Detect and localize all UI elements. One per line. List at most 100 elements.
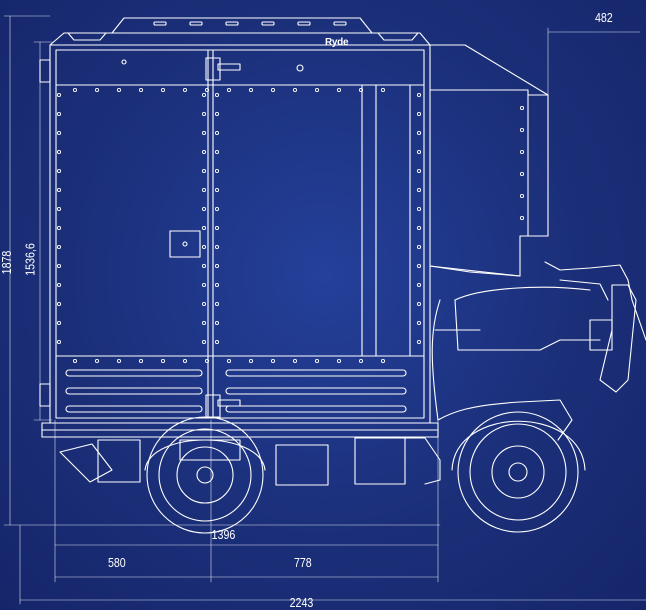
- rivet: [201, 149, 207, 155]
- rivet: [201, 206, 207, 212]
- rivet: [201, 187, 207, 193]
- rivet: [214, 206, 220, 212]
- rivet: [94, 87, 100, 93]
- rivet: [201, 92, 207, 98]
- rivet: [519, 149, 525, 155]
- rivet: [416, 263, 422, 269]
- rivet-pattern: [56, 87, 525, 364]
- rivet: [519, 215, 525, 221]
- rivet: [416, 187, 422, 193]
- rivet: [314, 87, 320, 93]
- rivet: [201, 111, 207, 117]
- rivet: [138, 358, 144, 364]
- rivet: [116, 358, 122, 364]
- rivet: [56, 282, 62, 288]
- rivet: [56, 225, 62, 231]
- rivet: [204, 87, 210, 93]
- rivet: [248, 358, 254, 364]
- rivet: [519, 127, 525, 133]
- rivet: [201, 130, 207, 136]
- rivet: [214, 263, 220, 269]
- dim-segment-left: 580: [107, 555, 126, 570]
- rivet: [292, 358, 298, 364]
- rivet: [519, 171, 525, 177]
- rivet: [56, 263, 62, 269]
- rivet: [358, 87, 364, 93]
- rivet: [201, 168, 207, 174]
- rivet: [314, 358, 320, 364]
- rivet: [416, 149, 422, 155]
- rivet: [214, 244, 220, 250]
- roof-rail: [49, 17, 431, 46]
- dim-top-right: 482: [594, 10, 613, 25]
- rivet: [160, 358, 166, 364]
- rivet: [204, 358, 210, 364]
- rivet: [416, 320, 422, 326]
- rivet: [292, 87, 298, 93]
- rivet: [214, 130, 220, 136]
- rivet: [416, 301, 422, 307]
- rivet: [201, 320, 207, 326]
- rivet: [72, 87, 78, 93]
- rivet: [416, 244, 422, 250]
- rivet: [201, 225, 207, 231]
- rivet: [270, 87, 276, 93]
- rivet: [248, 87, 254, 93]
- rivet: [56, 206, 62, 212]
- rivet: [201, 339, 207, 345]
- rivet: [358, 358, 364, 364]
- rivet: [56, 320, 62, 326]
- rivet: [416, 206, 422, 212]
- rivet: [519, 193, 525, 199]
- rivet: [214, 339, 220, 345]
- rivet: [214, 168, 220, 174]
- rivet: [56, 111, 62, 117]
- rivet: [116, 87, 122, 93]
- rivet: [214, 92, 220, 98]
- rivet: [416, 282, 422, 288]
- rivet: [416, 92, 422, 98]
- rivet: [214, 301, 220, 307]
- rivet: [72, 358, 78, 364]
- rivet: [416, 225, 422, 231]
- rivet: [56, 301, 62, 307]
- rivet: [214, 149, 220, 155]
- dim-height-total: 1878: [0, 250, 14, 275]
- front-wheel: [451, 411, 586, 533]
- rivet: [56, 92, 62, 98]
- brand-logo: Ryde: [325, 37, 349, 48]
- rivet: [56, 149, 62, 155]
- rivet: [214, 111, 220, 117]
- rivet: [201, 301, 207, 307]
- rivet: [416, 168, 422, 174]
- rivet: [160, 87, 166, 93]
- dim-height-body: 1536,6: [22, 243, 38, 276]
- rear-wheel: [144, 416, 266, 534]
- rivet: [56, 168, 62, 174]
- rivet: [56, 339, 62, 345]
- rivet: [214, 282, 220, 288]
- rivet: [336, 87, 342, 93]
- rivet: [201, 282, 207, 288]
- rivet: [336, 358, 342, 364]
- rivet: [214, 225, 220, 231]
- dim-length-total: 2243: [289, 595, 314, 610]
- rivet: [182, 87, 188, 93]
- rivet: [519, 105, 525, 111]
- rivet: [56, 187, 62, 193]
- dim-segment-right: 778: [293, 555, 312, 570]
- rivet: [416, 339, 422, 345]
- rivet: [201, 263, 207, 269]
- dimension-lines: [3, 15, 646, 605]
- rivet: [138, 87, 144, 93]
- rivet: [214, 320, 220, 326]
- rivet: [56, 130, 62, 136]
- rivet: [380, 358, 386, 364]
- rivet: [182, 358, 188, 364]
- brand-logo-text: Ryde: [325, 37, 349, 48]
- cargo-box: [39, 44, 431, 424]
- rivet: [214, 187, 220, 193]
- rivet: [94, 358, 100, 364]
